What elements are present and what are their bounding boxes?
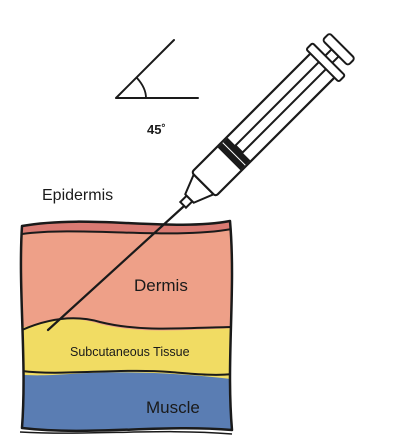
angle-indicator: 45˚ bbox=[116, 40, 198, 137]
label-subcutaneous: Subcutaneous Tissue bbox=[70, 345, 190, 359]
tissue-block bbox=[0, 210, 260, 437]
label-muscle: Muscle bbox=[146, 398, 200, 417]
block-bottom-stroke bbox=[20, 432, 232, 434]
angle-arc bbox=[137, 78, 146, 98]
label-dermis: Dermis bbox=[134, 276, 188, 295]
syringe bbox=[167, 30, 359, 222]
angle-lines bbox=[116, 40, 198, 98]
layer-dermis bbox=[0, 228, 240, 336]
label-epidermis: Epidermis bbox=[42, 187, 113, 204]
angle-label: 45˚ bbox=[147, 122, 166, 137]
